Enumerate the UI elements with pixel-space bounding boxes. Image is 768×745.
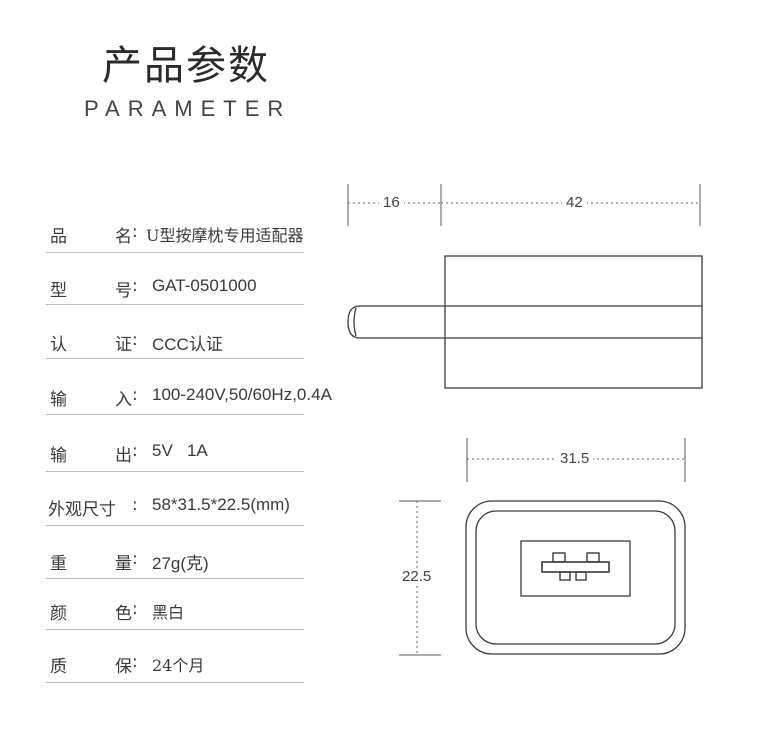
adapter-front-inner [475,510,676,645]
spec-label: 输出 [50,446,132,466]
spec-colon: : [132,599,138,619]
spec-row-output: 输出 : 5V 1A [46,441,304,472]
dimension-label-width: 31.5 [556,451,594,466]
spec-label: 输入 [50,390,132,410]
spec-colon: : [132,549,138,569]
page-subtitle: PARAMETER [84,96,292,121]
spec-row-color: 颜色 : 黑白 [46,599,304,630]
spec-label: 品名 [50,227,132,247]
spec-value: 100-240V,50/60Hz,0.4A [152,385,332,404]
spec-row-dimensions: 外观尺寸 : 58*31.5*22.5(mm) [46,495,304,526]
spec-label: 重量 [50,554,132,574]
adapter-front-body [465,500,686,655]
spec-colon: : [132,222,138,242]
spec-value: CCC认证 [152,335,223,354]
spec-value: 27g(克) [152,554,209,573]
spec-label: 质保 [50,657,132,677]
spec-row-weight: 重量 : 27g(克) [46,549,304,579]
spec-label: 颜色 [50,604,132,624]
spec-value: 58*31.5*22.5(mm) [152,495,290,514]
dimension-label-body: 42 [562,195,587,210]
spec-row-input: 输入 : 100-240V,50/60Hz,0.4A [46,385,332,415]
spec-row-name: 品名 : U型按摩枕专用适配器 [46,222,304,253]
spec-colon: : [132,276,138,296]
usb-port [520,540,631,597]
plug-prong [347,305,445,339]
spec-colon: : [132,330,138,350]
spec-value: 24个月 [152,656,205,675]
spec-row-certification: 认证 : CCC认证 [46,330,304,359]
spec-label: 型号 [50,281,132,301]
usb-port-tongue [541,561,610,573]
spec-value: GAT-0501000 [152,276,257,295]
spec-label: 外观尺寸 [48,500,116,520]
spec-label: 认证 [50,335,132,355]
spec-value: 黑白 [152,603,185,622]
page-title: 产品参数 [102,43,270,89]
spec-colon: : [132,385,138,405]
dimension-label-prong: 16 [379,195,404,210]
dimension-label-height: 22.5 [398,569,436,584]
spec-colon: : [132,495,138,515]
spec-colon: : [132,652,138,672]
adapter-side-body [444,255,703,389]
usb-port-pins [552,552,600,581]
spec-colon: : [132,441,138,461]
spec-row-warranty: 质保 : 24个月 [46,652,304,683]
spec-value: U型按摩枕专用适配器 [146,226,304,245]
spec-value: 5V 1A [152,441,208,460]
spec-row-model: 型号 : GAT-0501000 [46,276,304,305]
